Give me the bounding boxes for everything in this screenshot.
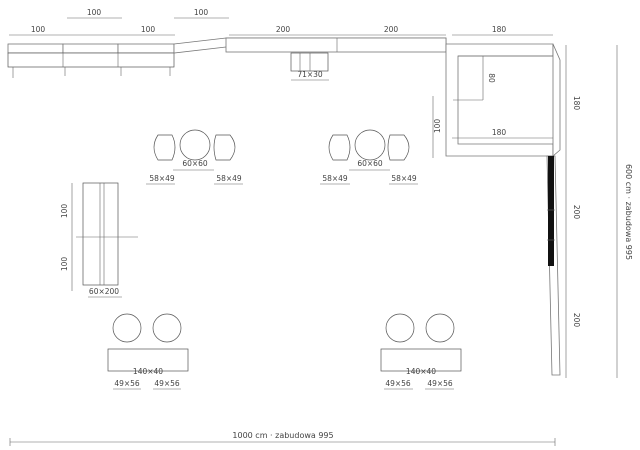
bench-left: 100 100 60×200 xyxy=(60,182,138,298)
dark-panel xyxy=(548,156,554,266)
dim-label: 200 xyxy=(276,25,291,34)
total-width-label: 1000 cm · zabudowa 995 xyxy=(232,431,333,440)
dim-label: 180 xyxy=(492,128,507,137)
chair-label: 58×49 xyxy=(322,174,348,183)
top-dimensions: 100 100 100 100 200 200 180 xyxy=(9,8,553,36)
low-table-label: 140×40 xyxy=(406,367,436,376)
low-table-label: 140×40 xyxy=(133,367,163,376)
dim-label: 100 xyxy=(60,204,69,219)
top-left-wall xyxy=(7,43,175,78)
dim-label: 100 xyxy=(194,8,209,17)
dim-label: 100 xyxy=(87,8,102,17)
dim-label: 200 xyxy=(572,205,581,220)
dim-label: 100 xyxy=(141,25,156,34)
dining-set-left: 60×60 58×49 58×49 xyxy=(146,129,243,185)
bench-row xyxy=(7,52,175,68)
armchair-label: 49×56 xyxy=(154,379,180,388)
top-right-wall xyxy=(173,37,447,54)
right-wall: 180 200 200 xyxy=(546,45,581,378)
armchair-label: 49×56 xyxy=(385,379,411,388)
counter: 71×30 xyxy=(290,52,329,81)
armchair-label: 49×56 xyxy=(427,379,453,388)
low-table xyxy=(107,348,189,372)
low-table xyxy=(380,348,462,372)
armchair xyxy=(112,313,142,343)
dim-label: 100 xyxy=(433,119,442,134)
dim-label: 100 xyxy=(31,25,46,34)
right-enclosure: 80 100 180 xyxy=(432,43,561,158)
table-round xyxy=(179,129,211,161)
wall-panel-2 xyxy=(62,43,119,54)
armchair xyxy=(385,313,415,343)
dim-label: 80 xyxy=(487,73,496,83)
dining-set-middle: 60×60 58×49 58×49 xyxy=(320,129,418,185)
chair xyxy=(213,134,236,161)
armchair xyxy=(152,313,182,343)
bench-body xyxy=(82,182,119,286)
armchair-label: 49×56 xyxy=(114,379,140,388)
enclosure-right-edge xyxy=(552,43,561,157)
lounge-right: 140×40 49×56 49×56 xyxy=(380,313,462,390)
chair xyxy=(387,134,410,161)
counter-label: 71×30 xyxy=(297,70,323,79)
chair-label: 58×49 xyxy=(216,174,242,183)
table-label: 60×60 xyxy=(182,159,208,168)
wall-panel-3 xyxy=(117,43,175,54)
chair xyxy=(328,134,351,161)
chair-label: 58×49 xyxy=(149,174,175,183)
lounge-left: 140×40 49×56 49×56 xyxy=(107,313,189,390)
chair xyxy=(153,134,176,161)
overall-dimensions: 1000 cm · zabudowa 995 600 cm · zabudowa… xyxy=(9,45,633,446)
total-height-label: 600 cm · zabudowa 995 xyxy=(624,164,633,260)
counter-box xyxy=(290,52,329,72)
dim-label: 100 xyxy=(60,257,69,272)
dim-label: 200 xyxy=(572,313,581,328)
table-label: 60×60 xyxy=(357,159,383,168)
chair-label: 58×49 xyxy=(391,174,417,183)
dim-label: 180 xyxy=(492,25,507,34)
armchair xyxy=(425,313,455,343)
table-round xyxy=(354,129,386,161)
wall-long xyxy=(225,37,447,53)
wall-panel-1 xyxy=(7,43,64,54)
dim-label: 200 xyxy=(384,25,399,34)
dim-label: 180 xyxy=(572,96,581,111)
bench-label: 60×200 xyxy=(89,287,119,296)
